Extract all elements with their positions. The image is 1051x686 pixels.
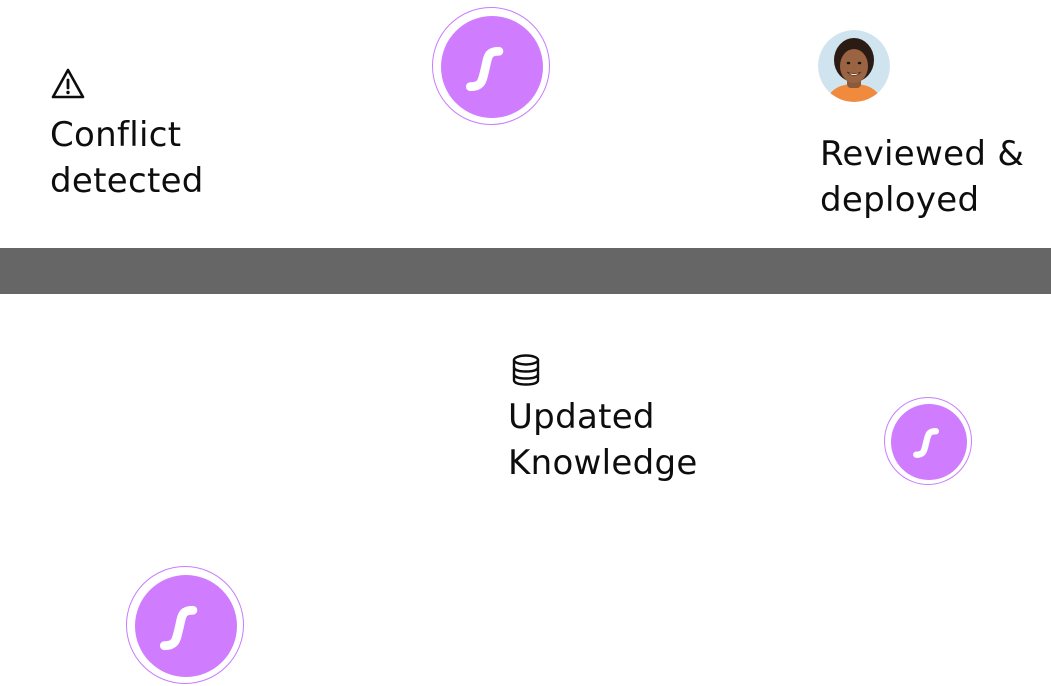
step-label-line: Knowledge (508, 443, 698, 483)
step-label: Conflict detected (50, 112, 204, 204)
avatar (818, 30, 890, 102)
step-label: Updated Knowledge (508, 394, 698, 486)
brand-badge-right (884, 397, 972, 485)
brand-s-logo-icon (913, 428, 939, 458)
step-conflict-detected: Conflict detected (50, 66, 204, 204)
brand-badge-bottom (126, 566, 244, 684)
warning-triangle-icon (50, 66, 86, 102)
brand-badge-fill (135, 575, 237, 677)
brand-badge-top (432, 7, 550, 125)
brand-s-logo-icon (465, 46, 504, 92)
step-label-line: Reviewed & (820, 134, 1025, 174)
divider-bar (0, 248, 1051, 294)
step-reviewed-deployed: Reviewed & deployed (818, 30, 1024, 223)
step-label: Reviewed & deployed (820, 131, 1024, 223)
brand-badge-fill (441, 16, 543, 118)
step-label-line: Conflict (50, 115, 182, 155)
step-label-line: Updated (508, 397, 655, 437)
database-icon (508, 352, 544, 388)
brand-s-logo-icon (159, 605, 198, 651)
step-updated-knowledge: Updated Knowledge (508, 352, 698, 486)
step-label-line: deployed (820, 180, 980, 220)
step-label-line: detected (50, 161, 204, 201)
